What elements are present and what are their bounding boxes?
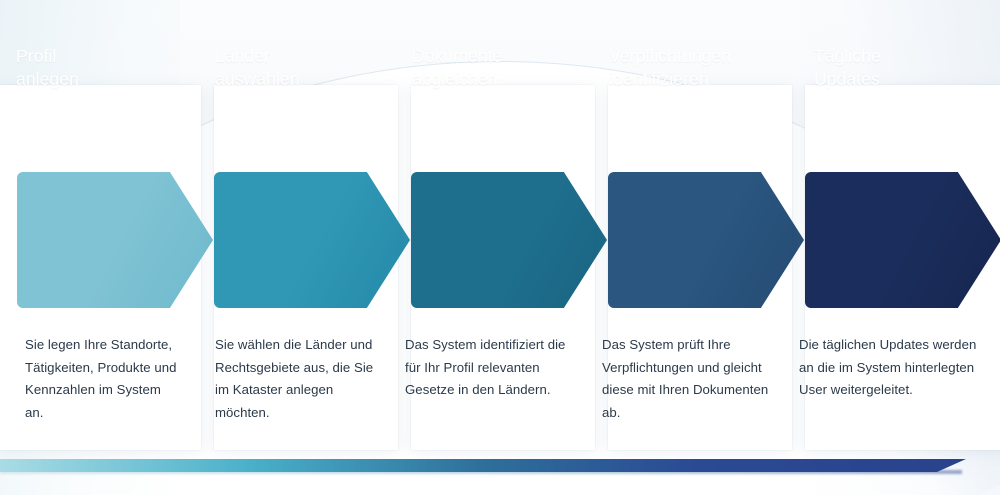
step-title-line1-3: Dokumente — [412, 45, 503, 66]
step-title-line2-2: auswählen — [215, 69, 300, 89]
step-title-line2-1: anlegen — [16, 69, 79, 89]
step-chevron-4[interactable] — [608, 172, 804, 308]
process-step-5[interactable]: Tägliche Updates Die täglichen Updates w… — [788, 0, 1000, 495]
step-title-3: Dokumente abgleichen — [412, 0, 580, 136]
step-chevron-fill-5 — [805, 172, 1000, 308]
step-title-line1-4: Verpflichtungen — [609, 45, 732, 66]
step-title-line2-4: identifizieren — [609, 69, 709, 89]
step-description-1: Sie legen Ihre Standorte, Tätigkeiten, P… — [25, 337, 177, 421]
bottom-bar-shadow — [0, 470, 962, 474]
step-title-5: Tägliche Updates — [814, 0, 982, 136]
process-step-1[interactable]: Profil anlegen Sie legen Ihre Standorte,… — [0, 0, 213, 495]
step-title-2: Länder auswählen — [215, 0, 383, 136]
step-title-line1-5: Tägliche — [814, 45, 881, 66]
step-description-4: Das System prüft Ihre Verpflichtungen un… — [602, 337, 769, 421]
step-title-line2-3: abgleichen — [412, 69, 498, 89]
process-step-3[interactable]: Dokumente abgleichen Das System identifi… — [394, 0, 607, 495]
step-description-3: Das System identifiziert die für Ihr Pro… — [405, 337, 566, 398]
step-chevron-fill-2 — [214, 172, 410, 308]
step-chevron-fill-4 — [608, 172, 804, 308]
step-description-2: Sie wählen die Länder und Rechtsgebiete … — [215, 337, 374, 421]
step-title-1: Profil anlegen — [16, 0, 184, 136]
step-title-line2-5: Updates — [814, 69, 880, 89]
bottom-gradient-bar — [0, 459, 966, 472]
step-chevron-5[interactable] — [805, 172, 1000, 308]
step-description-5: Die täglichen Updates werden an die im S… — [799, 337, 977, 398]
step-chevron-3[interactable] — [411, 172, 607, 308]
step-title-line1-2: Länder — [215, 45, 271, 66]
process-step-2[interactable]: Länder auswählen Sie wählen die Länder u… — [197, 0, 410, 495]
step-title-4: Verpflichtungen identifizieren — [609, 0, 777, 136]
process-step-4[interactable]: Verpflichtungen identifizieren Das Syste… — [591, 0, 804, 495]
step-chevron-fill-3 — [411, 172, 607, 308]
step-chevron-2[interactable] — [214, 172, 410, 308]
step-title-line1-1: Profil — [16, 45, 57, 66]
